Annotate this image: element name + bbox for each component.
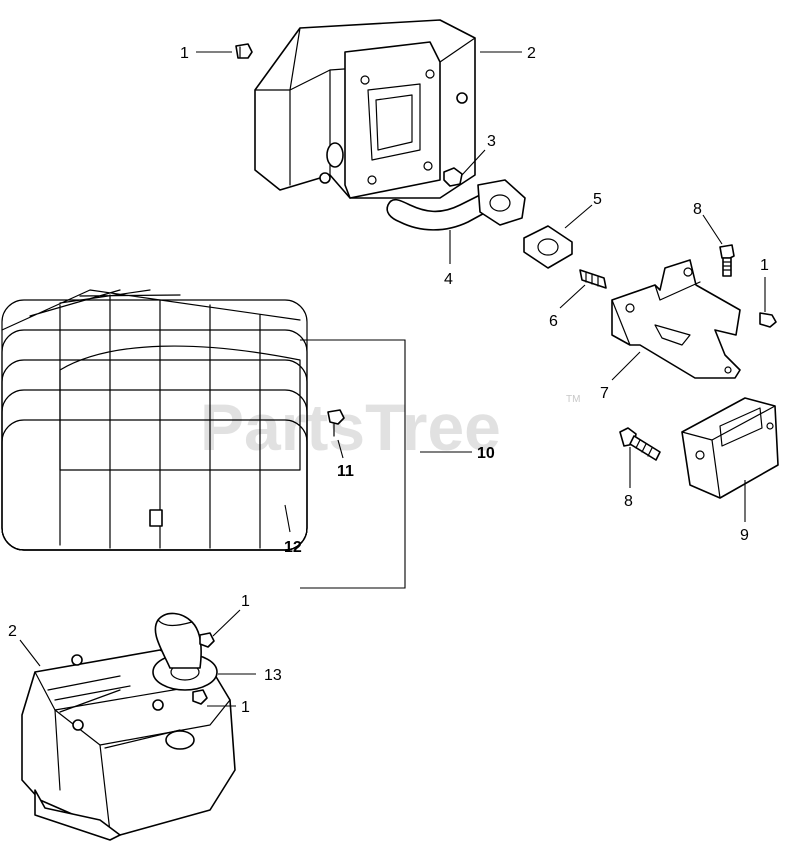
leader-line <box>212 609 241 637</box>
callout-8: 8 <box>624 493 633 510</box>
watermark-text: PartsTree <box>200 390 501 464</box>
leader-line <box>337 439 344 459</box>
long-bolt-part[interactable] <box>619 427 661 461</box>
assembly-group-bracket <box>300 339 406 589</box>
callout-12: 12 <box>284 539 302 556</box>
wire-guard-part[interactable] <box>1 289 308 551</box>
bolt-part[interactable] <box>235 43 253 59</box>
bracket-part[interactable] <box>611 259 741 379</box>
callout-11: 11 <box>337 463 354 480</box>
callout-8: 8 <box>693 201 702 218</box>
leader-line <box>564 204 593 229</box>
deflector-elbow-part[interactable] <box>152 612 218 691</box>
callout-1: 1 <box>241 699 250 716</box>
leader-line <box>559 284 586 309</box>
bolt-part[interactable] <box>719 244 735 277</box>
watermark-trademark: TM <box>566 394 580 405</box>
callout-7: 7 <box>600 385 609 402</box>
callout-1: 1 <box>241 593 250 610</box>
callout-3: 3 <box>487 133 496 150</box>
muffler-top-part[interactable] <box>254 19 476 199</box>
callout-9: 9 <box>740 527 749 544</box>
callout-10: 10 <box>477 445 495 462</box>
bolt-part[interactable] <box>199 632 215 648</box>
stud-part[interactable] <box>579 269 607 289</box>
callout-1: 1 <box>180 45 189 62</box>
leader-line <box>284 504 291 533</box>
callout-1: 1 <box>760 257 769 274</box>
callout-2: 2 <box>8 623 17 640</box>
heat-shield-part[interactable] <box>681 397 779 499</box>
leader-line <box>19 639 41 667</box>
leader-line <box>611 351 641 381</box>
leader-line <box>461 149 486 176</box>
bolt-part[interactable] <box>192 689 208 705</box>
gasket-part[interactable] <box>523 225 573 269</box>
callout-2: 2 <box>527 45 536 62</box>
exhaust-pipe-part[interactable] <box>386 179 526 231</box>
callout-13: 13 <box>264 667 282 684</box>
muffler-bottom-part[interactable] <box>21 649 236 841</box>
nut-part[interactable] <box>443 167 463 187</box>
callout-6: 6 <box>549 313 558 330</box>
screw-part[interactable] <box>327 409 345 437</box>
bolt-part[interactable] <box>759 312 777 328</box>
callout-4: 4 <box>444 271 453 288</box>
leader-line <box>702 214 723 245</box>
callout-5: 5 <box>593 191 602 208</box>
